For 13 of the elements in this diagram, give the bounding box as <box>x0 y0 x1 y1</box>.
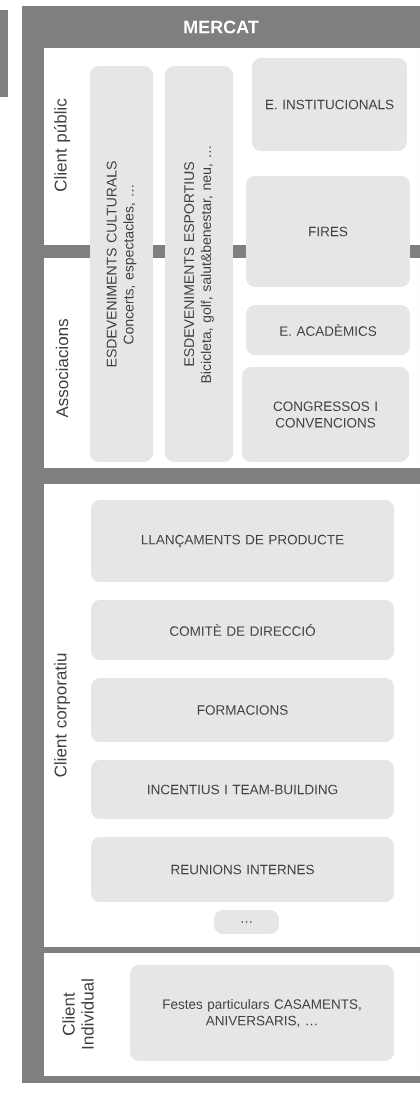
event-box: INCENTIUS I TEAM-BUILDING <box>91 760 394 819</box>
event-box: ESDEVENIMENTS CULTURALS Concerts, espectacles, … <box>90 66 153 462</box>
event-box: FIRES <box>246 176 410 287</box>
event-box: LLANÇAMENTS DE PRODUCTE <box>91 500 394 582</box>
event-box: CONGRESSOS I CONVENCIONS <box>242 367 409 462</box>
event-box: E. INSTITUCIONALS <box>252 58 407 151</box>
event-box: Festes particulars CASAMENTS, ANIVERSARIS, … <box>130 965 394 1061</box>
event-box: ESDEVENIMENTS ESPORTIUS Bicicleta, golf, salut&benestar, neu, … <box>165 66 233 462</box>
event-box: E. ACADÈMICS <box>246 305 410 355</box>
event-box: FORMACIONS <box>91 678 394 742</box>
event-box: … <box>214 910 279 934</box>
event-box: REUNIONS INTERNES <box>91 837 394 902</box>
event-box: COMITÈ DE DIRECCIÓ <box>91 600 394 660</box>
